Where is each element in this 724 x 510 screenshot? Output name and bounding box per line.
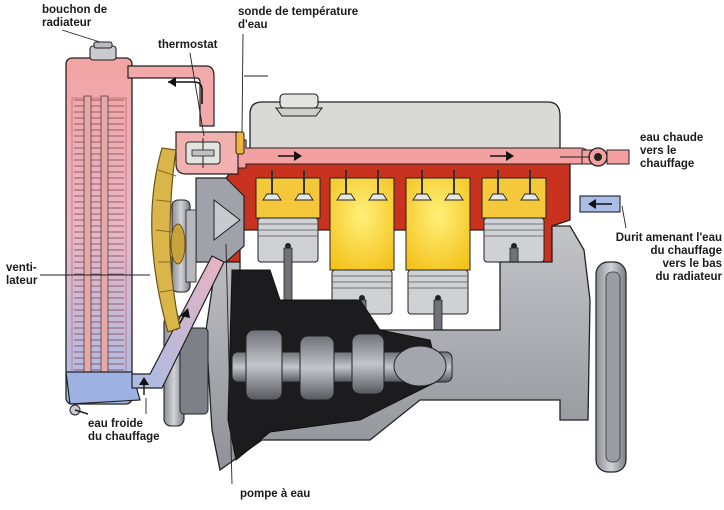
radiator-cap-icon bbox=[89, 41, 117, 61]
label-temperature-sensor: sonde de température d'eau bbox=[238, 6, 359, 31]
label-fan: venti- lateur bbox=[6, 262, 38, 287]
label-cold-water-heating: eau froide du chauffage bbox=[88, 418, 160, 443]
valve-cover bbox=[249, 101, 561, 151]
fan-blade-icon bbox=[151, 147, 186, 333]
label-heater-return-hose: Durit amenant l'eau du chauffage vers le… bbox=[615, 232, 722, 283]
water-pump bbox=[195, 177, 245, 263]
piston-icon bbox=[405, 170, 471, 351]
label-radiator-cap: bouchon de radiateur bbox=[42, 4, 108, 29]
thermostat-housing bbox=[175, 131, 239, 175]
leader-lines bbox=[40, 29, 627, 485]
label-hot-water-heating: eau chaude vers le chauffage bbox=[640, 132, 704, 170]
crankshaft bbox=[231, 329, 453, 401]
flywheel bbox=[595, 261, 627, 473]
label-thermostat: thermostat bbox=[158, 39, 218, 51]
flow-arrow-icon bbox=[168, 81, 203, 104]
piston-icon bbox=[255, 170, 321, 351]
radiator-fins bbox=[74, 99, 124, 377]
flow-arrow-icon bbox=[278, 151, 514, 161]
radiator bbox=[65, 57, 141, 416]
temperature-sensor bbox=[235, 131, 245, 155]
label-water-pump: pompe à eau bbox=[240, 488, 311, 500]
top-hose bbox=[127, 65, 215, 127]
